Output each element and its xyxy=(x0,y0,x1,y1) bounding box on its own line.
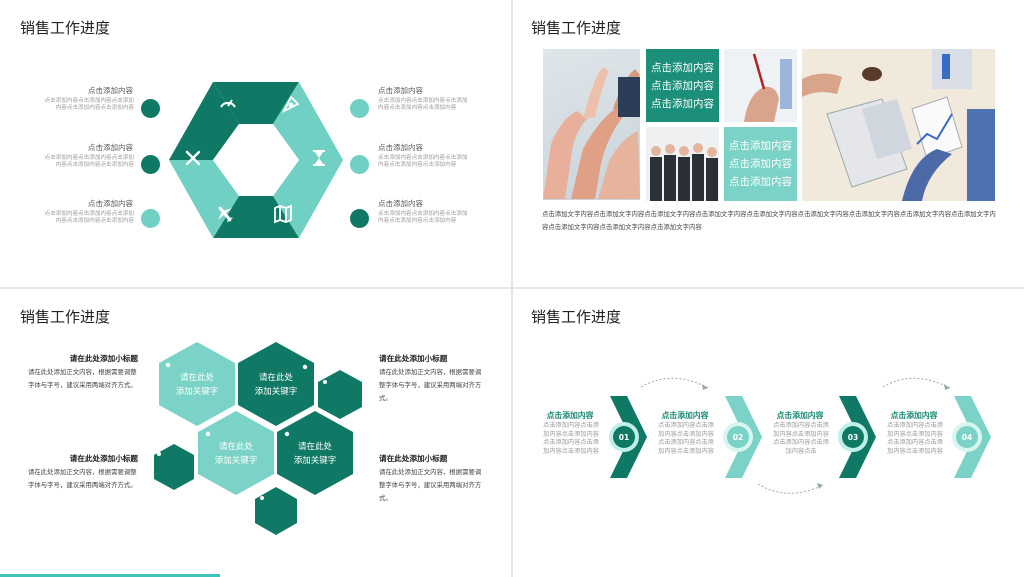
hex-small-left xyxy=(154,444,194,490)
box2-line-2: 点击添加内容 xyxy=(729,158,792,170)
box1-line-1: 点击添加内容 xyxy=(651,61,714,74)
block-4-text: 请在此处添加正文内容，根据需要调整字体与字号，建议采用两端对齐方式。 xyxy=(379,468,482,502)
left-item-1-text: 点击添加内容点击添加内容点击添加内容点击添加内容点击添加内容 xyxy=(44,98,134,111)
hex-1-line-1: 请在此处 xyxy=(180,372,215,383)
step-3-number: 03 xyxy=(848,433,858,442)
laptop-meeting-photo xyxy=(802,49,995,201)
slide-title: 销售工作进度 xyxy=(20,19,111,37)
tools-icon xyxy=(185,150,201,166)
step-1-title: 点击添加内容 xyxy=(546,411,594,420)
chevron-step-1 xyxy=(610,396,647,478)
block-3-title: 请在此处添加小标题 xyxy=(379,354,448,363)
left-dot-3 xyxy=(141,209,160,228)
process-timeline: 01 02 03 04 xyxy=(609,377,991,494)
hourglass-icon xyxy=(313,150,325,166)
ring-segment-upper-left xyxy=(169,82,239,160)
left-dot-2 xyxy=(141,155,160,174)
map-icon xyxy=(274,204,292,224)
gauge-icon xyxy=(220,99,236,108)
slide-2[interactable]: 销售工作进度 点击添加内容 点击添加内容 点击添加内容 xyxy=(513,0,1024,287)
box1-line-2: 点击添加内容 xyxy=(651,79,714,92)
block-1-text: 请在此处添加正文内容，根据需要调整字体与字号，建议采用两端对齐方式。 xyxy=(28,368,137,389)
step-4-number: 04 xyxy=(962,433,972,442)
block-3-text: 请在此处添加正文内容，根据需要调整字体与字号，建议采用两端对齐方式。 xyxy=(379,368,482,402)
box2-line-3: 点击添加内容 xyxy=(729,176,792,188)
step-1-text: 点击添加内容点击添加内容点击添加内容点击添加内容点击添加内容点击添加内容 xyxy=(543,422,599,455)
step-3-title: 点击添加内容 xyxy=(776,411,824,420)
step-1-number: 01 xyxy=(619,433,629,442)
right-item-2-label: 点击添加内容 xyxy=(378,143,423,152)
hex-2-line-2: 添加关键字 xyxy=(255,386,298,397)
pen-nib-icon xyxy=(281,95,300,114)
step-4-text: 点击添加内容点击添加内容点击添加内容点击添加内容点击添加内容点击添加内容 xyxy=(887,422,943,455)
hex-2-line-1: 请在此处 xyxy=(259,372,294,383)
left-item-3-label: 点击添加内容 xyxy=(88,199,133,208)
hex-keyword-4 xyxy=(277,411,353,495)
left-item-3-text: 点击添加内容点击添加内容点击添加内容点击添加内容点击添加内容 xyxy=(44,211,134,224)
description-paragraph: 点击添加文字内容点击添加文字内容点击添加文字内容点击添加文字内容点击添加文字内容… xyxy=(542,210,996,231)
slide-4[interactable]: 销售工作进度 01 02 03 04 点击添加内容 点击添加内容点击添加内容点击… xyxy=(513,289,1024,577)
selection-indicator-bar xyxy=(0,574,220,577)
slide-title: 销售工作进度 xyxy=(20,308,111,326)
hexagon-ring-diagram xyxy=(169,82,343,238)
hex-small-bottom xyxy=(255,487,297,535)
block-2-text: 请在此处添加正文内容，根据需要调整字体与字号，建议采用两端对齐方式。 xyxy=(28,468,137,489)
ring-segment-top xyxy=(213,82,299,124)
content-box-light[interactable]: 点击添加内容 点击添加内容 点击添加内容 xyxy=(724,127,797,201)
right-dot-1 xyxy=(350,99,369,118)
right-item-1-text: 点击添加内容点击添加内容点击添加内容点击添加内容点击添加内容 xyxy=(378,98,468,111)
chevron-step-2 xyxy=(725,396,762,478)
block-2-title: 请在此处添加小标题 xyxy=(69,454,138,463)
step-2-title: 点击添加内容 xyxy=(661,411,709,420)
slide-3[interactable]: 销售工作进度 请在此处添加小标题 请在此处添加正文内容，根据需要调整字体与字号，… xyxy=(0,289,511,577)
chevron-step-4 xyxy=(954,396,991,478)
chevron-step-3 xyxy=(839,396,876,478)
left-item-2-label: 点击添加内容 xyxy=(88,143,133,152)
ring-segment-lower-left xyxy=(169,160,239,238)
block-4-title: 请在此处添加小标题 xyxy=(379,454,448,463)
right-item-2-text: 点击添加内容点击添加内容点击添加内容点击添加内容点击添加内容 xyxy=(378,155,468,168)
right-dot-3 xyxy=(350,209,369,228)
hex-keyword-1 xyxy=(159,342,235,426)
right-dot-2 xyxy=(350,155,369,174)
hands-photo xyxy=(543,49,640,200)
hex-3-line-1: 请在此处 xyxy=(219,441,254,452)
step-4-title: 点击添加内容 xyxy=(890,411,938,420)
business-team-photo xyxy=(646,127,719,201)
slide-title: 销售工作进度 xyxy=(531,308,622,326)
step-2-text: 点击添加内容点击添加内容点击添加内容点击添加内容点击添加内容点击添加内容 xyxy=(658,422,714,455)
slide-title: 销售工作进度 xyxy=(531,19,622,37)
hex-keyword-3 xyxy=(198,411,274,495)
content-box-dark[interactable]: 点击添加内容 点击添加内容 点击添加内容 xyxy=(646,49,719,122)
right-item-3-label: 点击添加内容 xyxy=(378,199,423,208)
box2-line-1: 点击添加内容 xyxy=(729,140,792,152)
box1-line-3: 点击添加内容 xyxy=(651,97,714,110)
slide-1[interactable]: 销售工作进度 点击添加内容 点击添加内容点击添加内容点击添加内容点击添加内容点击… xyxy=(0,0,511,287)
step-3-text: 点击添加内容点击添加内容点击添加内容点击添加内容点击添加内容点击 xyxy=(773,422,829,455)
left-dot-1 xyxy=(141,99,160,118)
left-item-1-label: 点击添加内容 xyxy=(88,86,133,95)
hexagon-cluster: 请在此处 添加关键字 请在此处 添加关键字 请在此处 添加关键字 请在此处 添加… xyxy=(154,342,362,535)
hex-4-line-1: 请在此处 xyxy=(298,441,333,452)
right-item-1-label: 点击添加内容 xyxy=(378,86,423,95)
hex-3-line-2: 添加关键字 xyxy=(215,455,258,466)
ring-segment-upper-right xyxy=(273,82,343,160)
hex-1-line-2: 添加关键字 xyxy=(176,386,219,397)
left-item-2-text: 点击添加内容点击添加内容点击添加内容点击添加内容点击添加内容 xyxy=(44,155,134,168)
hex-keyword-2 xyxy=(238,342,314,426)
block-1-title: 请在此处添加小标题 xyxy=(69,354,138,363)
hex-small-right xyxy=(318,370,362,419)
hand-pen-photo xyxy=(724,49,797,122)
right-item-3-text: 点击添加内容点击添加内容点击添加内容点击添加内容点击添加内容 xyxy=(378,211,468,224)
step-2-number: 02 xyxy=(733,433,743,442)
hex-4-line-2: 添加关键字 xyxy=(294,455,337,466)
